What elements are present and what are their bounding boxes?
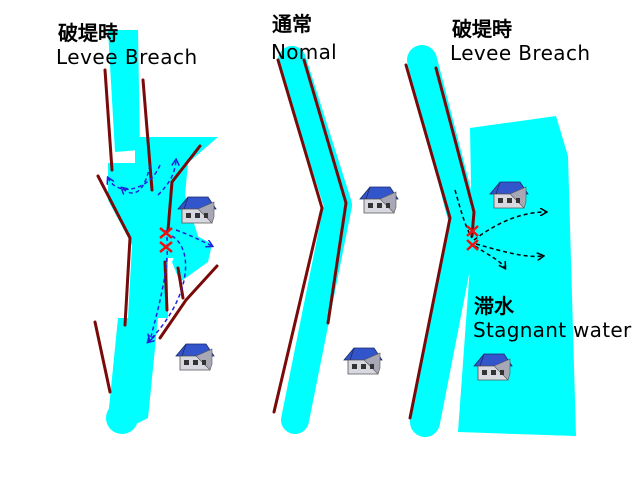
- right-flow-arrows: [454, 189, 546, 268]
- left-breach-mark-icon: [159, 227, 173, 253]
- right-title-jp: 破堤時: [452, 17, 512, 41]
- stagnant-label-jp: 滞水: [474, 294, 514, 318]
- left-title-jp: 破堤時: [58, 21, 118, 45]
- center-levees: [272, 58, 348, 414]
- left-title-en: Levee Breach: [56, 45, 198, 69]
- right-river: [407, 45, 479, 437]
- house-icon: [343, 347, 383, 375]
- house-icon: [359, 186, 399, 214]
- house-icon: [175, 343, 215, 371]
- left-flow-arrows: [108, 160, 212, 342]
- left-levees: [93, 68, 219, 394]
- stagnant-label-en: Stagnant water: [473, 318, 632, 342]
- center-title-en: Nomal: [271, 40, 337, 64]
- center-title-jp: 通常: [272, 12, 312, 36]
- right-levees: [404, 63, 476, 420]
- stagnant-water-area: [458, 116, 576, 436]
- right-breach-mark-icon: [466, 225, 479, 251]
- right-title-en: Levee Breach: [450, 41, 591, 65]
- left-river: [106, 30, 218, 434]
- center-river: [278, 46, 352, 434]
